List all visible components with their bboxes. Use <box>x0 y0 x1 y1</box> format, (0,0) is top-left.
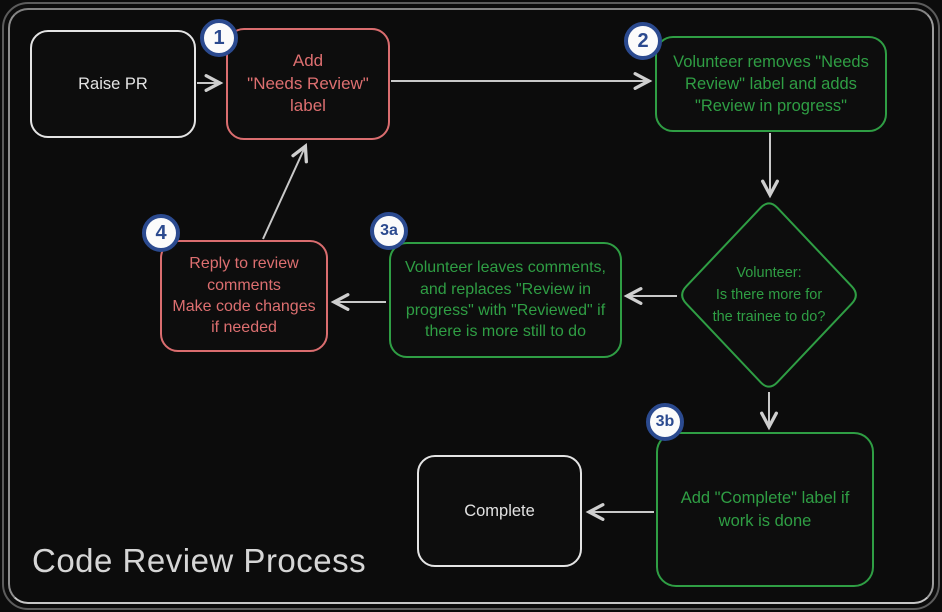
diagram-title: Code Review Process <box>32 542 367 579</box>
node-reply-to-review-comments: Reply to review comments Make code chang… <box>160 240 328 352</box>
step-badge-3a: 3a <box>370 212 408 250</box>
step-badge-1: 1 <box>200 19 238 57</box>
node-add-needs-review-label: Add "Needs Review" label <box>226 28 390 140</box>
step-badge-2: 2 <box>624 22 662 60</box>
node-add-complete-label: Add "Complete" label if work is done <box>656 432 874 587</box>
node-volunteer-leaves-comments: Volunteer leaves comments, and replaces … <box>389 242 622 358</box>
step-badge-3b: 3b <box>646 403 684 441</box>
node-complete: Complete <box>417 455 582 567</box>
arrow-reply-to-needsreview <box>262 142 308 240</box>
node-raise-pr: Raise PR <box>30 30 196 138</box>
step-badge-4: 4 <box>142 214 180 252</box>
node-volunteer-removes-label: Volunteer removes "Needs Review" label a… <box>655 36 887 132</box>
node-decision-label: Volunteer: Is there more for the trainee… <box>712 265 826 325</box>
decision-diamond-shape <box>681 202 857 388</box>
